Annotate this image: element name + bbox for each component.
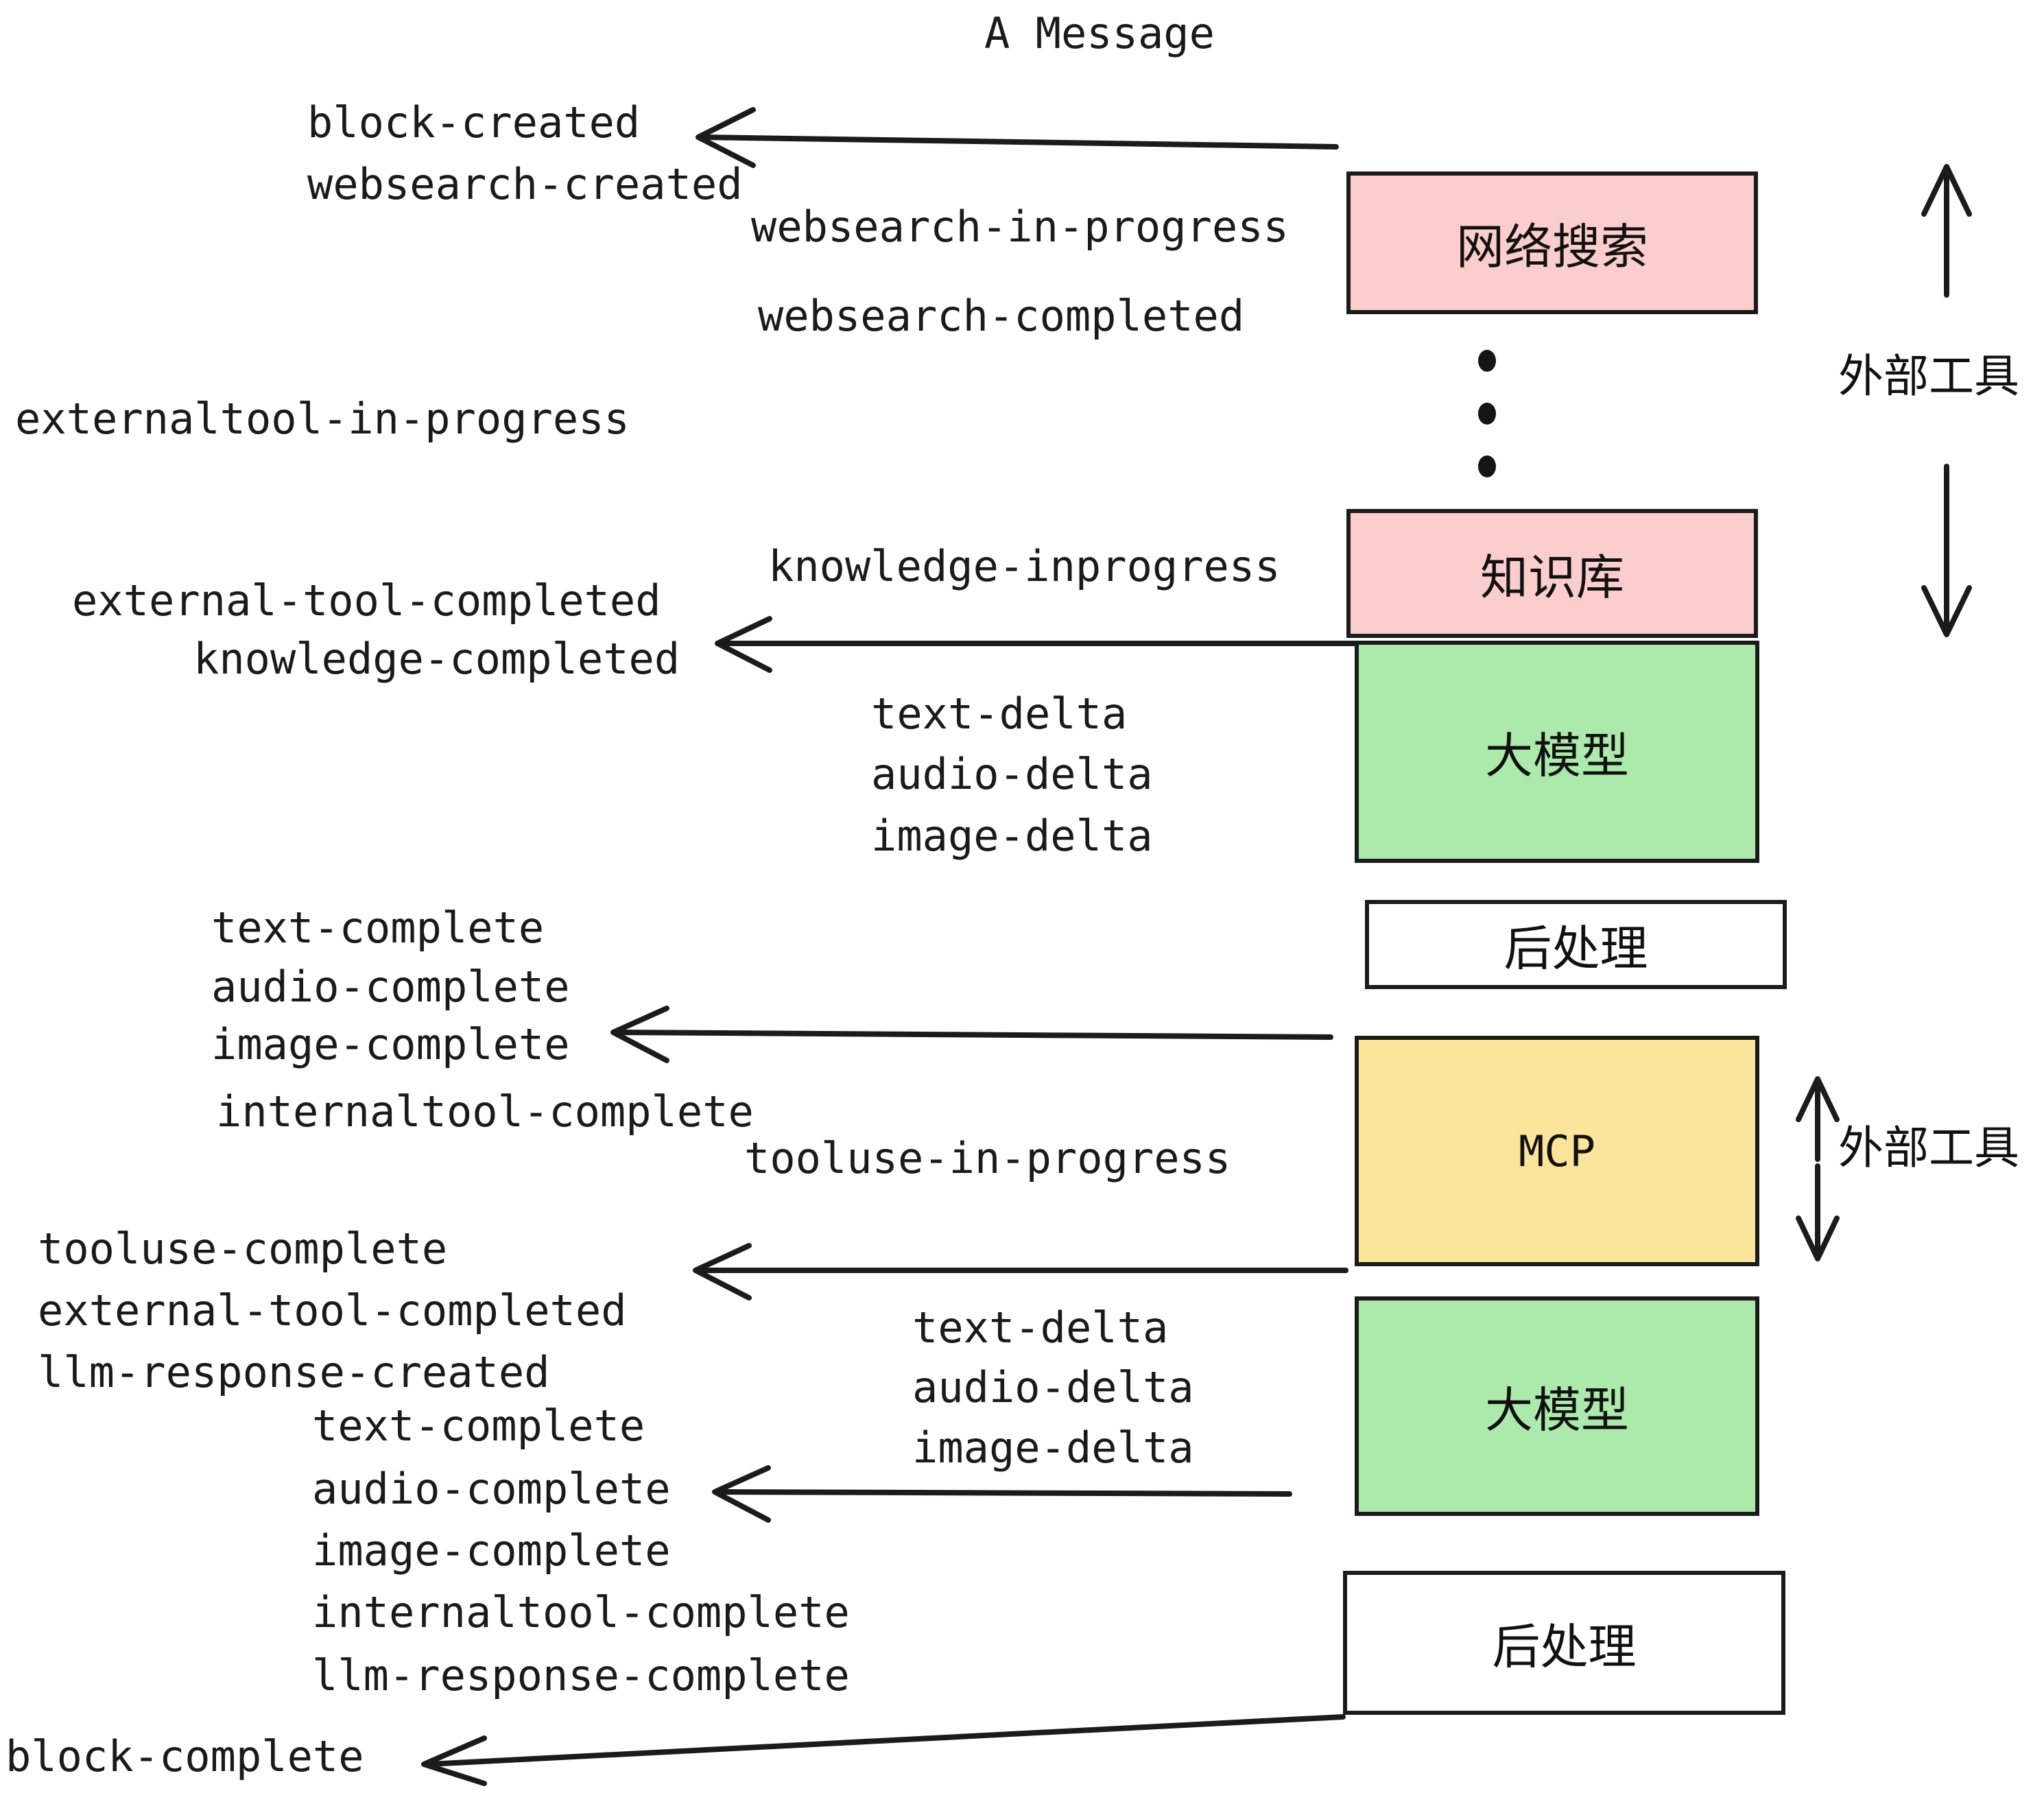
side-label-external-tool-top: 外部工具 (1838, 350, 2019, 403)
box-websearch-label: 网络搜索 (1456, 218, 1648, 275)
event-image-complete-1: image-complete (211, 1019, 570, 1069)
arrow-mcp-to-tooluse-complete (693, 1243, 1348, 1301)
box-postprocess-2: 后处理 (1343, 1571, 1785, 1715)
event-external-tool-completed-1: external-tool-completed (72, 575, 661, 626)
event-audio-complete-2: audio-complete (312, 1464, 671, 1514)
box-llm-1-label: 大模型 (1485, 727, 1629, 784)
event-audio-complete-1: audio-complete (211, 962, 570, 1012)
event-knowledge-completed: knowledge-completed (193, 634, 680, 684)
ellipsis-dot (1478, 350, 1496, 372)
bracket-external-tool-bottom (1796, 1076, 1840, 1261)
arrow-websearch-to-events (696, 107, 1339, 168)
event-llm-response-complete: llm-response-complete (312, 1650, 850, 1700)
arrow-knowledge-to-events (715, 616, 1359, 673)
box-postprocess-1: 后处理 (1365, 900, 1787, 989)
event-tooluse-in-progress: tooluse-in-progress (744, 1133, 1231, 1183)
event-image-complete-2: image-complete (312, 1526, 671, 1576)
event-websearch-completed: websearch-completed (758, 291, 1245, 341)
box-llm-2-label: 大模型 (1485, 1381, 1629, 1438)
box-mcp: MCP (1355, 1036, 1759, 1266)
box-llm-1: 大模型 (1355, 641, 1759, 863)
event-text-complete-2: text-complete (312, 1401, 645, 1451)
event-audio-delta-1: audio-delta (871, 749, 1153, 799)
box-mcp-label: MCP (1519, 1126, 1595, 1176)
vertical-ellipsis (1478, 350, 1496, 508)
box-knowledge: 知识库 (1346, 509, 1758, 638)
event-block-created: block-created (307, 97, 641, 147)
box-knowledge-label: 知识库 (1480, 549, 1624, 606)
event-websearch-created: websearch-created (307, 159, 743, 209)
event-text-delta-2: text-delta (912, 1303, 1169, 1353)
side-label-external-tool-bottom: 外部工具 (1838, 1121, 2019, 1174)
event-audio-delta-2: audio-delta (912, 1362, 1194, 1412)
event-internaltool-complete-2: internaltool-complete (312, 1587, 850, 1637)
event-internaltool-complete-1: internaltool-complete (216, 1087, 754, 1137)
event-llm-response-created: llm-response-created (38, 1347, 550, 1397)
page-title: A Message (984, 8, 1215, 58)
event-text-complete-1: text-complete (211, 903, 545, 953)
box-postprocess-2-label: 后处理 (1492, 1618, 1637, 1675)
event-image-delta-2: image-delta (912, 1423, 1194, 1473)
box-websearch: 网络搜索 (1346, 171, 1758, 314)
event-externaltool-in-progress: externaltool-in-progress (15, 394, 630, 444)
arrow-llm2-to-audio-complete (712, 1465, 1292, 1523)
arrow-postprocess-to-complete-events (610, 1006, 1333, 1063)
ellipsis-dot (1478, 403, 1496, 425)
event-tooluse-complete: tooluse-complete (38, 1224, 448, 1274)
event-block-complete: block-complete (5, 1731, 364, 1781)
event-external-tool-completed-2: external-tool-completed (38, 1285, 627, 1336)
box-postprocess-1-label: 后处理 (1504, 920, 1648, 977)
event-knowledge-inprogress: knowledge-inprogress (768, 541, 1281, 591)
box-llm-2: 大模型 (1355, 1296, 1759, 1516)
event-text-delta-1: text-delta (871, 689, 1128, 739)
event-image-delta-1: image-delta (871, 811, 1153, 861)
event-websearch-in-progress: websearch-in-progress (751, 202, 1289, 252)
ellipsis-dot (1478, 455, 1496, 477)
arrow-postprocess2-to-block-complete (421, 1714, 1346, 1786)
